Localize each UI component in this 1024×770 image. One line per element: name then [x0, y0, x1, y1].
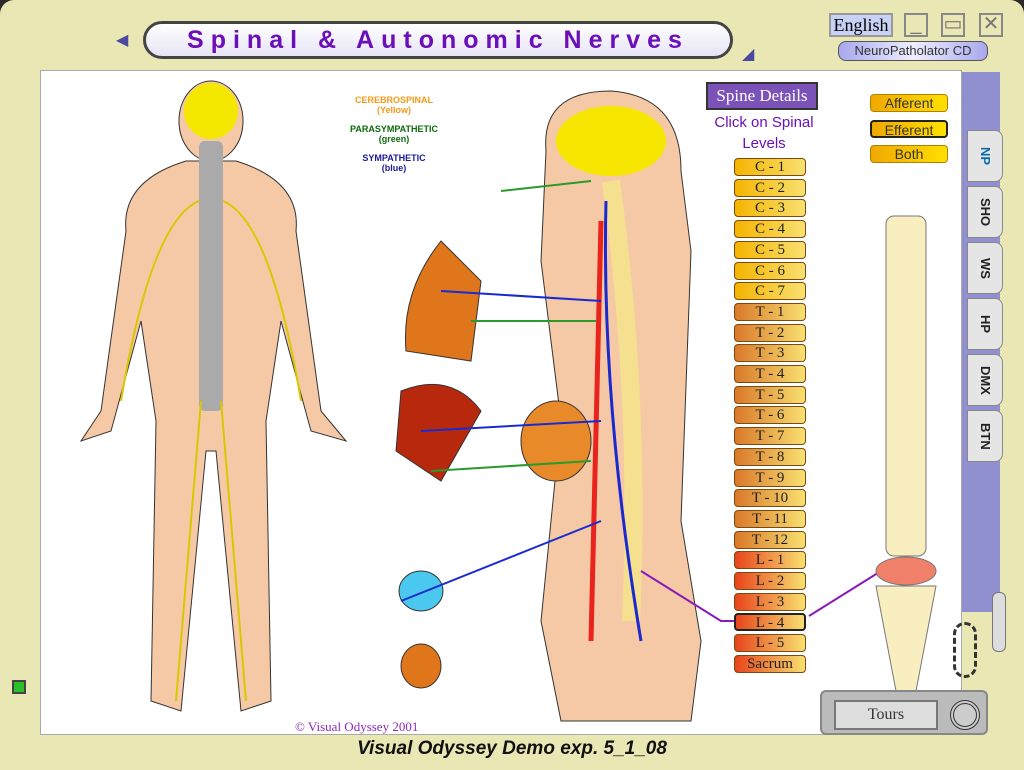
legend-cerebrospinal: CEREBROSPINAL: [354, 95, 433, 105]
filter-efferent[interactable]: Efferent: [870, 120, 948, 138]
spinal-level-button[interactable]: T - 12: [734, 530, 806, 549]
power-icon[interactable]: [950, 700, 980, 730]
brand-logo: NeuroPatholator CD: [838, 41, 988, 61]
prev-arrow-icon[interactable]: ◀: [116, 32, 129, 49]
spinal-level-button[interactable]: C - 3: [734, 199, 806, 218]
spinal-level-button[interactable]: T - 11: [734, 509, 806, 528]
spinal-level-button[interactable]: L - 4: [734, 613, 806, 632]
copyright: © Visual Odyssey 2001: [295, 719, 419, 734]
language-button[interactable]: English: [829, 13, 893, 37]
spinal-level-button[interactable]: L - 3: [734, 592, 806, 611]
page-title: Spinal & Autonomic Nerves: [143, 21, 733, 59]
tours-panel: Tours: [820, 690, 988, 735]
minimize-icon[interactable]: _: [904, 13, 928, 37]
body-back-figure: [79, 80, 348, 712]
spinal-level-button[interactable]: C - 7: [734, 282, 806, 301]
spinal-level-button[interactable]: T - 10: [734, 489, 806, 508]
scroll-handle[interactable]: [992, 592, 1006, 652]
close-icon[interactable]: ✕: [979, 13, 1003, 37]
tab-btn[interactable]: BTN: [967, 410, 1003, 462]
spinal-level-button[interactable]: L - 5: [734, 634, 806, 653]
legend-parasympathetic-color: (green): [378, 134, 410, 144]
next-arrow-icon[interactable]: ◢: [742, 46, 755, 63]
spinal-level-button[interactable]: T - 2: [734, 323, 806, 342]
spine-details-button[interactable]: Spine Details: [706, 82, 818, 110]
tours-button[interactable]: Tours: [834, 700, 938, 730]
tab-sho[interactable]: SHO: [967, 186, 1003, 238]
spine-column-detail: [875, 215, 937, 692]
filter-both[interactable]: Both: [870, 145, 948, 163]
spinal-level-button[interactable]: T - 3: [734, 344, 806, 363]
spinal-level-button[interactable]: T - 6: [734, 406, 806, 425]
dial-icon[interactable]: [953, 622, 977, 678]
spinal-level-button[interactable]: T - 5: [734, 385, 806, 404]
spinal-level-button[interactable]: T - 1: [734, 302, 806, 321]
legend-parasympathetic: PARASYMPATHETIC: [349, 124, 438, 134]
spinal-level-button[interactable]: T - 9: [734, 468, 806, 487]
spinal-level-button[interactable]: C - 2: [734, 178, 806, 197]
spinal-level-button[interactable]: T - 8: [734, 447, 806, 466]
spinal-level-button[interactable]: T - 7: [734, 427, 806, 446]
content-area: [40, 70, 962, 735]
spinal-level-button[interactable]: C - 4: [734, 220, 806, 239]
spinal-level-button[interactable]: T - 4: [734, 365, 806, 383]
filter-afferent[interactable]: Afferent: [870, 94, 948, 112]
spinal-level-button[interactable]: C - 5: [734, 240, 806, 259]
spinal-level-button[interactable]: L - 1: [734, 551, 806, 570]
footer-text: Visual Odyssey Demo exp. 5_1_08: [357, 738, 667, 759]
legend-sympathetic: SYMPATHETIC: [362, 153, 426, 163]
legend-cerebrospinal-color: (Yellow): [376, 105, 411, 115]
tab-np[interactable]: NP: [967, 130, 1003, 182]
anatomy-illustration: [79, 80, 937, 722]
spinal-level-button[interactable]: C - 1: [734, 158, 806, 176]
tab-hp[interactable]: HP: [967, 298, 1003, 350]
status-indicator: [12, 680, 26, 694]
legend-sympathetic-color: (blue): [381, 163, 407, 173]
tab-dmx[interactable]: DMX: [967, 354, 1003, 406]
maximize-icon[interactable]: ▭: [941, 13, 965, 37]
spinal-level-button[interactable]: C - 6: [734, 261, 806, 280]
spinal-level-button[interactable]: Sacrum: [734, 654, 806, 673]
tab-ws[interactable]: WS: [967, 242, 1003, 294]
body-side-figure: [395, 90, 882, 722]
click-hint: Click on Spinal Levels: [714, 114, 814, 152]
spinal-level-button[interactable]: L - 2: [734, 572, 806, 590]
